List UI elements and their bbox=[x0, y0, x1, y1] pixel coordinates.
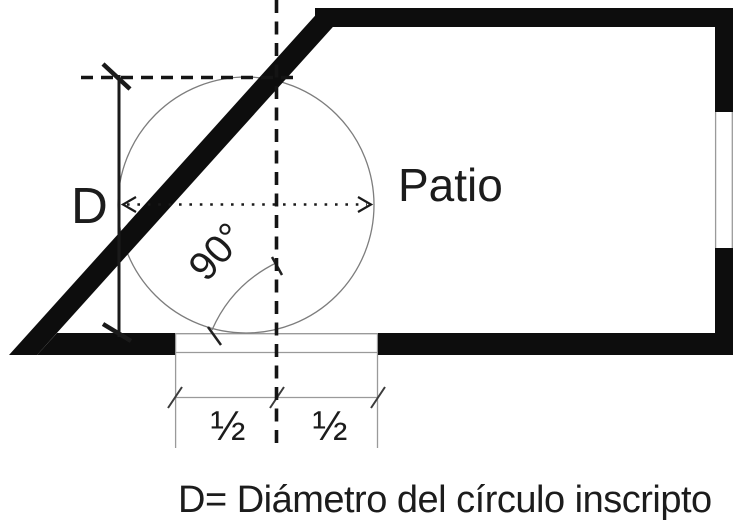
wall-bottom-left bbox=[37, 333, 175, 355]
wall-top bbox=[315, 8, 733, 27]
wall-diagonal bbox=[9, 8, 350, 355]
half-tick-right bbox=[370, 386, 386, 409]
diameter-arrowheads bbox=[120, 196, 374, 213]
caption: D= Diámetro del círculo inscripto bbox=[178, 479, 712, 520]
room-label: Patio bbox=[398, 159, 503, 211]
half-tick-left bbox=[167, 386, 183, 409]
half-right-label: ½ bbox=[312, 402, 348, 449]
angle-arc bbox=[211, 261, 279, 331]
diameter-label: D bbox=[71, 177, 108, 234]
wall-bottom-right bbox=[378, 333, 733, 355]
walls bbox=[9, 8, 733, 355]
diameter-tick-bottom bbox=[101, 322, 133, 343]
window-gap-outline bbox=[714, 112, 733, 248]
half-left-label: ½ bbox=[210, 402, 246, 449]
arrowhead-left bbox=[120, 196, 137, 213]
arrowhead-right bbox=[357, 196, 374, 213]
wall-right-upper bbox=[715, 8, 733, 112]
wall-right-lower bbox=[715, 248, 733, 355]
angle-arc-tick-start bbox=[206, 326, 223, 346]
diameter-tick-top bbox=[101, 62, 132, 91]
